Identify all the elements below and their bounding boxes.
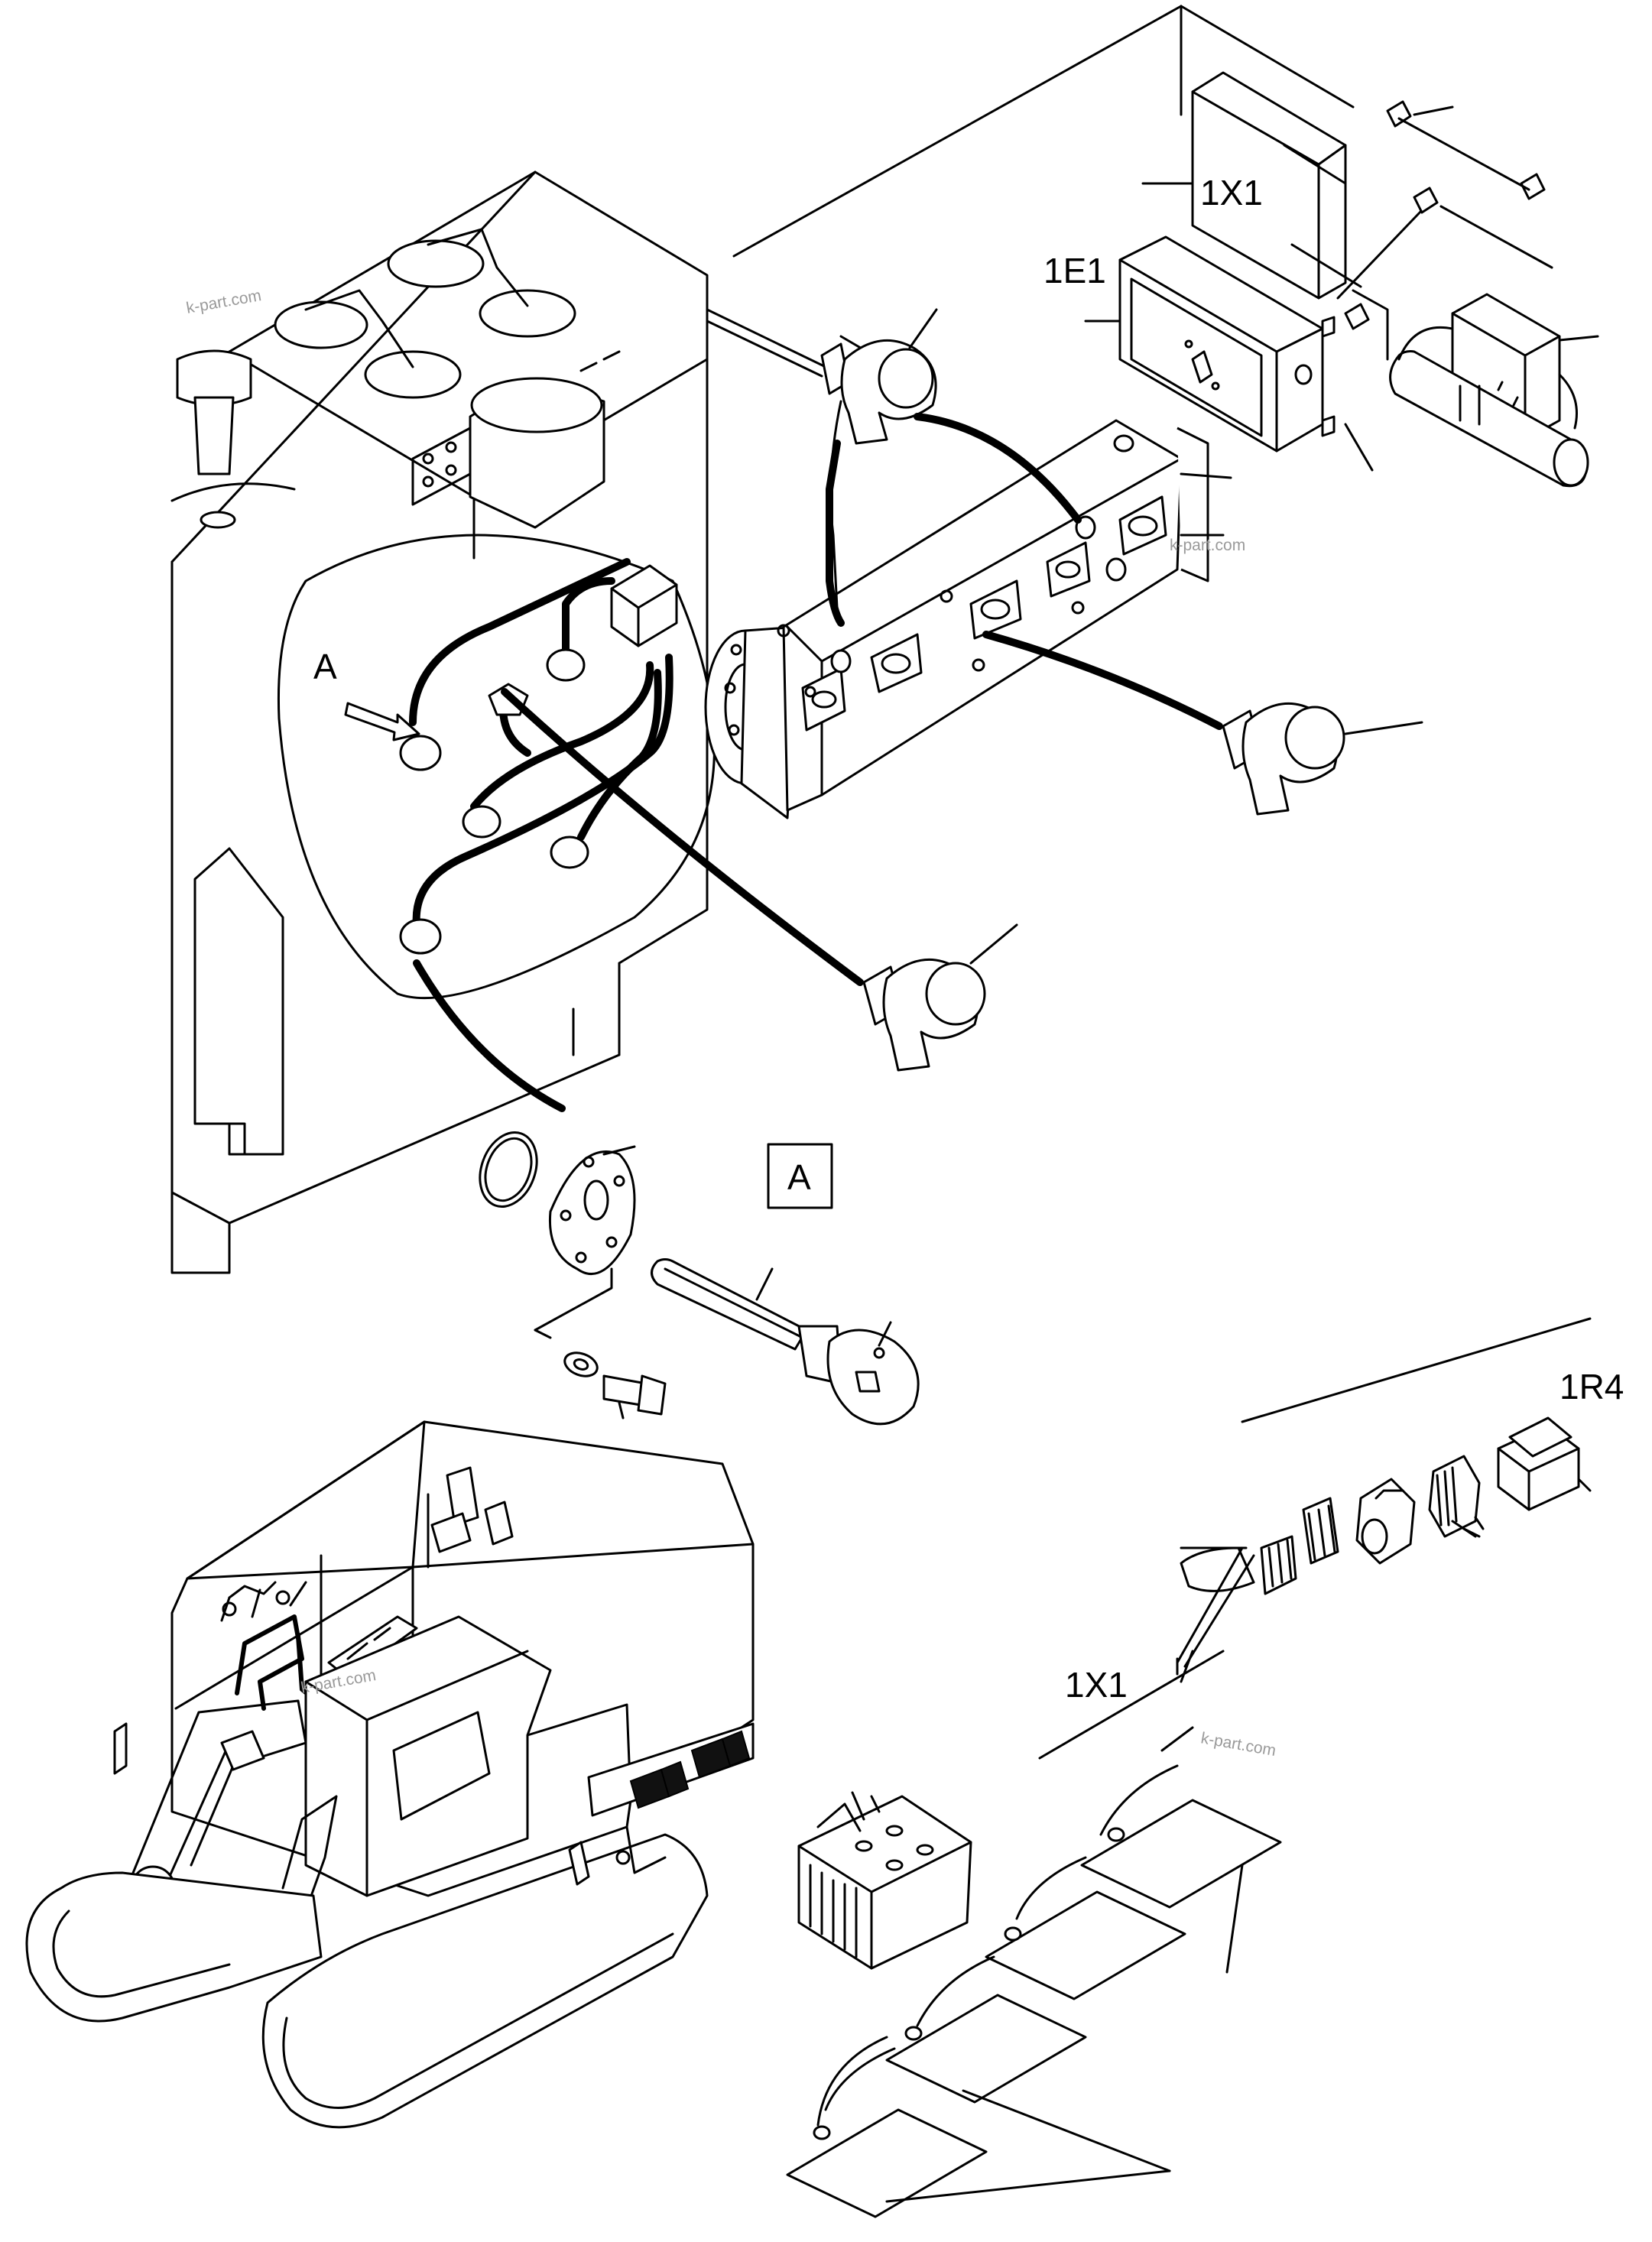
elbow-fitting-right	[1222, 702, 1423, 816]
view-box-a	[767, 1143, 833, 1209]
connector-assembly	[1176, 1416, 1592, 1683]
heater-element-assembly	[413, 959, 920, 1426]
hose-detail-region	[277, 534, 716, 1000]
battery-and-heater-pads	[786, 1726, 1282, 2218]
junction-box-1x1-label: 1X1	[1200, 173, 1263, 213]
control-box-1e1	[1084, 235, 1336, 453]
elbow-fitting-lower	[862, 923, 1018, 1072]
watermark-4: k-part.com	[1199, 1729, 1277, 1760]
control-box-1e1-label: 1E1	[1043, 251, 1106, 290]
fitting-leader-upper	[914, 413, 1082, 524]
watermark-2: k-part.com	[1170, 537, 1245, 554]
watermark-1: k-part.com	[185, 287, 263, 317]
header-pipe	[704, 308, 1232, 819]
engine-tank-assembly	[170, 170, 709, 1274]
connector-1x1-label: 1X1	[1065, 1665, 1128, 1705]
connector-1r4-label: 1R4	[1560, 1367, 1624, 1407]
fitting-leader-right	[982, 631, 1223, 730]
fitting-leader-lower	[501, 688, 864, 986]
elbow-fitting-upper	[820, 308, 938, 627]
view-arrow-label: A	[313, 647, 337, 686]
view-box-a-label: A	[787, 1157, 811, 1197]
cabinet-back-wall	[732, 5, 1592, 1760]
heater-assembly	[1336, 100, 1599, 488]
excavator-overview	[25, 1420, 755, 2129]
junction-box-1x1	[1141, 71, 1362, 300]
